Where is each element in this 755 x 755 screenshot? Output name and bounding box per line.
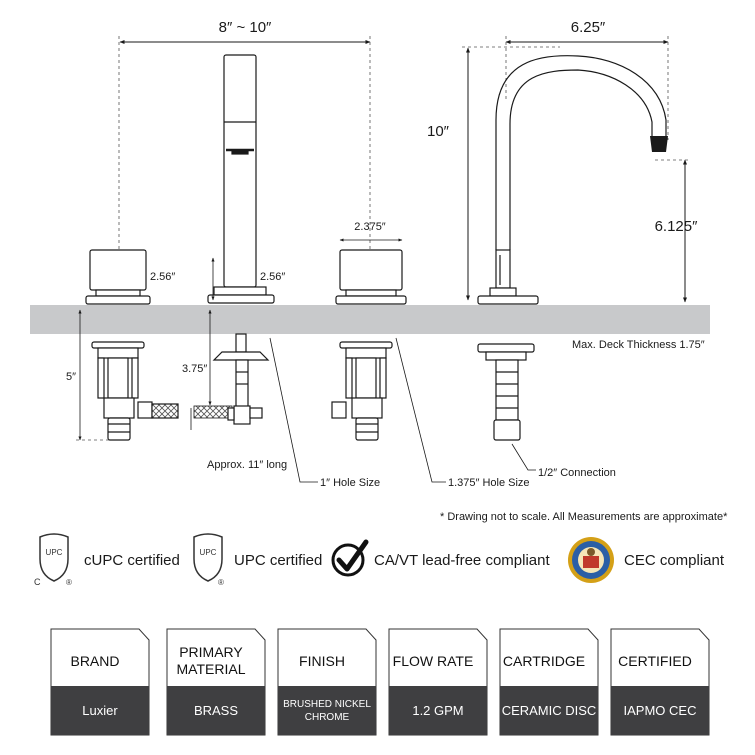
spec-card-material: PRIMARY MATERIAL BRASS <box>166 628 266 736</box>
spec-title: BRAND <box>70 652 120 669</box>
spout-shank-assembly <box>477 343 535 441</box>
spec-value: 1.2 GPM <box>412 703 464 718</box>
spec-card-cartridge: CARTRIDGE CERAMIC DISC <box>499 628 599 736</box>
cert-lead-free-label: CA/VT lead-free compliant <box>374 551 550 569</box>
svg-text:UPC: UPC <box>46 548 63 557</box>
svg-text:UPC: UPC <box>200 548 217 557</box>
svg-text:®: ® <box>66 578 72 587</box>
spout-height-label: 10″ <box>427 123 450 140</box>
upc-shield-icon: UPC ® <box>193 533 224 587</box>
spout-reach-label: 6.25″ <box>571 19 606 36</box>
spec-value: BRASS <box>193 703 239 718</box>
spec-value: CERAMIC DISC <box>501 703 597 718</box>
spread-dimension: 8″ ~ 10″ <box>118 19 371 250</box>
countertop-deck <box>30 305 710 334</box>
spec-card-certified: CERTIFIED IAPMO CEC <box>610 628 710 736</box>
cert-lead-free: CA/VT lead-free compliant <box>330 528 550 592</box>
spec-card-finish: FINISH BRUSHED NICKEL CHROME <box>277 628 377 736</box>
below-deck-depth-label: 5″ <box>66 371 76 383</box>
cert-upc-label: UPC certified <box>234 551 323 569</box>
valve-offset-label: 3.75″ <box>182 363 207 375</box>
spec-value: Luxier <box>82 703 118 718</box>
spec-title: CARTRIDGE <box>502 652 586 669</box>
spec-card-brand: BRAND Luxier <box>50 628 150 736</box>
center-valve-assembly <box>212 333 270 425</box>
cert-cupc: UPC C ® cUPC certified <box>30 528 180 592</box>
certifications-row: UPC C ® cUPC certified UPC ® UPC certifi… <box>0 528 755 598</box>
spec-value: IAPMO CEC <box>623 703 697 718</box>
deck-thickness-label: Max. Deck Thickness 1.75″ <box>572 339 705 351</box>
spec-card-flow-rate: FLOW RATE 1.2 GPM <box>388 628 488 736</box>
spout-clearance-dimension: 6.125″ <box>655 159 699 303</box>
checkmark-icon <box>331 539 369 577</box>
spec-title: CERTIFIED <box>618 652 692 669</box>
hole-size-small-leader <box>269 337 318 483</box>
spec-title: PRIMARY MATERIAL <box>176 644 246 677</box>
cupc-shield-icon: UPC C ® <box>34 533 72 587</box>
hose-length-label: Approx. 11″ long <box>207 459 287 471</box>
right-handle <box>335 249 407 305</box>
right-valve-assembly <box>331 341 393 441</box>
faucet-dimension-diagram: 8″ ~ 10″ 6.25″ 10″ 6.125″ 2.56″ 2.56″ <box>30 19 710 489</box>
hole-size-small-label: 1″ Hole Size <box>320 477 380 489</box>
supply-hose <box>193 405 233 419</box>
cert-cupc-label: cUPC certified <box>84 551 180 569</box>
cert-cec-label: CEC compliant <box>624 551 725 569</box>
connection-leader <box>511 443 536 471</box>
connection-label: 1/2″ Connection <box>538 467 616 479</box>
spec-title: FLOW RATE <box>392 652 474 669</box>
center-height-label: 2.56″ <box>260 271 285 283</box>
spout-reach-dimension: 6.25″ <box>505 19 669 140</box>
svg-text:C: C <box>34 577 41 587</box>
cert-upc: UPC ® UPC certified <box>188 528 322 592</box>
spec-value: BRUSHED NICKEL CHROME <box>283 699 371 723</box>
hole-size-large-label: 1.375″ Hole Size <box>448 477 530 489</box>
handle-width-label: 2.375″ <box>354 221 386 233</box>
left-handle-height-label: 2.56″ <box>150 271 175 283</box>
spec-cards: BRAND Luxier PRIMARY MATERIAL BRASS FINI… <box>50 628 730 738</box>
gooseneck-spout <box>477 55 668 305</box>
svg-text:®: ® <box>218 578 224 587</box>
spec-title: FINISH <box>299 652 345 669</box>
center-body <box>207 54 275 304</box>
scale-disclaimer: * Drawing not to scale. All Measurements… <box>440 511 728 523</box>
cec-seal-icon <box>568 537 614 583</box>
hole-size-large-leader <box>395 337 446 483</box>
left-handle <box>85 249 151 305</box>
spread-label: 8″ ~ 10″ <box>219 19 272 36</box>
spout-height-dimension: 10″ <box>427 46 560 301</box>
left-valve-assembly <box>91 341 179 441</box>
cert-cec: CEC compliant <box>566 528 724 592</box>
spout-clearance-label: 6.125″ <box>655 218 699 235</box>
